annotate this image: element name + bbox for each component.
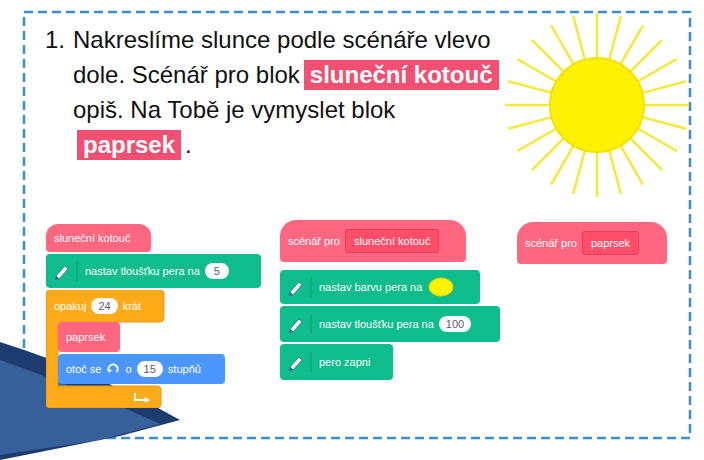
block-input: 15 bbox=[137, 361, 163, 377]
sun-ray bbox=[641, 104, 689, 107]
pen-block: nastav barvu pera na bbox=[280, 270, 480, 304]
loop-arrow-head bbox=[145, 397, 150, 403]
sun-illustration bbox=[505, 13, 689, 197]
hat-block: scénář pro sluneční kotouč bbox=[280, 220, 466, 262]
rotate-icon bbox=[106, 362, 120, 376]
block-label: o bbox=[125, 363, 131, 375]
sun-ray bbox=[517, 59, 559, 83]
block-input: sluneční kotouč bbox=[345, 229, 439, 253]
sun-ray bbox=[517, 127, 559, 151]
pen-tip bbox=[55, 276, 59, 280]
task-number: 1. bbox=[45, 22, 65, 57]
block-label: scénář pro bbox=[288, 235, 340, 247]
block-label: opakuj bbox=[54, 300, 86, 312]
sun-ray bbox=[628, 40, 662, 74]
block-input: 24 bbox=[91, 298, 117, 314]
sun-ray bbox=[628, 136, 662, 170]
sun-ray bbox=[608, 148, 620, 194]
sun-ray bbox=[596, 149, 599, 197]
sun-ray bbox=[505, 104, 553, 107]
yellow-dot bbox=[429, 278, 453, 296]
pen-divider bbox=[311, 352, 312, 372]
block-label: scénář pro bbox=[525, 237, 577, 249]
pen-divider bbox=[311, 314, 312, 334]
pen-tip bbox=[289, 292, 293, 296]
block-input: 5 bbox=[205, 263, 229, 279]
heading: 1.Nakreslíme slunce podle scénáře vlevo … bbox=[73, 22, 505, 162]
block-input: 100 bbox=[439, 316, 471, 332]
sun-ray bbox=[619, 25, 643, 67]
sun-ray bbox=[619, 143, 643, 185]
sun-ray bbox=[508, 116, 554, 128]
sun-ray bbox=[508, 81, 554, 93]
custom-block: paprsek bbox=[58, 322, 120, 352]
block-label: otoč se bbox=[66, 363, 101, 375]
sun-ray bbox=[551, 143, 575, 185]
pen-body bbox=[290, 357, 302, 370]
block-label: nastav barvu pera na bbox=[319, 281, 422, 293]
pen-icon bbox=[50, 259, 80, 283]
block-input: paprsek bbox=[582, 231, 639, 255]
pen-body bbox=[56, 266, 68, 279]
sun-ray bbox=[532, 136, 566, 170]
pen-icon bbox=[284, 275, 314, 299]
sun-ray bbox=[640, 116, 686, 128]
pen-icon bbox=[284, 350, 314, 374]
block-label: paprsek bbox=[66, 331, 105, 343]
block-label: krát bbox=[123, 300, 141, 312]
heading-text: opiš. Na Tobě je vymyslet blok bbox=[73, 96, 395, 123]
pen-icon bbox=[284, 312, 314, 336]
sun-ray bbox=[532, 40, 566, 74]
pen-body bbox=[290, 282, 302, 295]
sun-ray bbox=[635, 59, 677, 83]
repeat-c-outline bbox=[46, 290, 164, 408]
block-label: nastav tloušťku pera na bbox=[319, 318, 434, 330]
pen-tip bbox=[289, 367, 293, 371]
block-label: pero zapni bbox=[319, 356, 370, 368]
sun-ray bbox=[573, 148, 585, 194]
define-block: sluneční kotouč bbox=[46, 224, 151, 252]
pen-block: pero zapni bbox=[280, 344, 393, 380]
highlight-text: sluneční kotouč bbox=[310, 61, 493, 88]
highlight-block-name: paprsek bbox=[77, 130, 181, 160]
hat-block: scénář pro paprsek bbox=[517, 222, 667, 264]
heading-text: . bbox=[185, 131, 192, 158]
highlight-text: paprsek bbox=[83, 131, 175, 158]
pen-divider bbox=[77, 261, 78, 281]
pen-body bbox=[290, 319, 302, 332]
highlight-block-name: sluneční kotouč bbox=[304, 60, 499, 90]
pen-block: nastav tloušťku pera na 100 bbox=[280, 306, 500, 342]
dashed-panel bbox=[24, 12, 690, 438]
sun-ray bbox=[573, 16, 585, 62]
sun-ray bbox=[608, 16, 620, 62]
motion-block: otoč se o 15 stupňů bbox=[58, 354, 225, 384]
sun-ray bbox=[640, 81, 686, 93]
block-label: stupňů bbox=[168, 363, 201, 375]
color-swatch bbox=[427, 276, 455, 298]
block-label: nastav tloušťku pera na bbox=[85, 265, 200, 277]
pen-divider bbox=[311, 277, 312, 297]
sun-ray bbox=[635, 127, 677, 151]
repeat-header: opakuj 24 krát bbox=[46, 290, 149, 322]
repeat-c-block: opakuj 24 krát paprsek otoč se o 15 stupňů bbox=[46, 290, 225, 408]
rotate-head bbox=[107, 369, 112, 373]
sun-ray bbox=[551, 25, 575, 67]
sun-ray bbox=[596, 13, 599, 61]
pen-block: nastav tloušťku pera na 5 bbox=[46, 254, 261, 288]
block-label: sluneční kotouč bbox=[54, 232, 130, 244]
sun-disk bbox=[550, 58, 644, 152]
pen-tip bbox=[289, 329, 293, 333]
